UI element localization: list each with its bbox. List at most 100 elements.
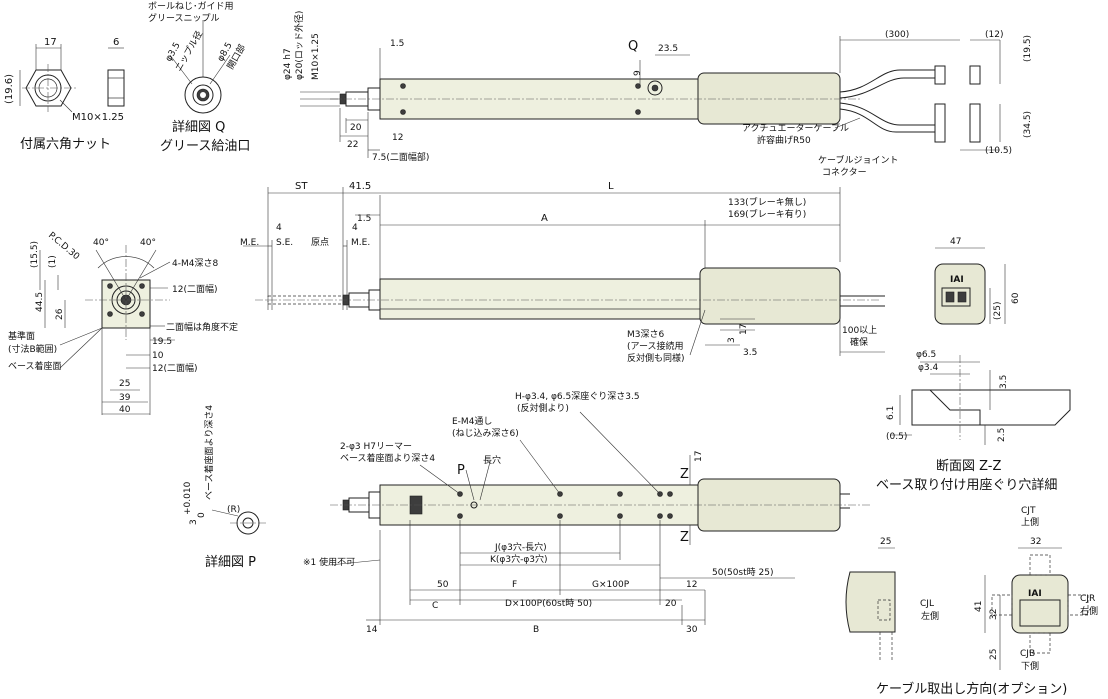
opt-cjt2: 上側 — [1021, 516, 1039, 528]
front-view — [39, 245, 175, 415]
bottom-p-marker: P — [457, 463, 465, 478]
detail-p-title: 詳細図 P — [205, 554, 256, 570]
bottom-K: K(φ3穴-φ3穴) — [490, 553, 548, 565]
opt-cjl1: CJL — [920, 599, 934, 609]
top-d20b: 20 — [350, 123, 362, 133]
bottom-F: F — [512, 580, 517, 590]
cable-option — [845, 547, 1089, 670]
front-a40-right: 40° — [140, 238, 156, 248]
bottom-e2: (ねじ込み深さ6) — [452, 428, 519, 439]
grease-nipple-detail — [169, 20, 231, 114]
top-d22: 22 — [347, 140, 358, 150]
top-view — [300, 36, 1001, 158]
nut-width-17: 17 — [44, 37, 57, 48]
zz-title1: 断面図 Z-Z — [936, 459, 1002, 474]
opt-d25b: 25 — [989, 649, 999, 660]
conn-d25: (25) — [993, 302, 1003, 320]
top-joint2: コネクター — [822, 167, 867, 178]
front-ref2: (寸法B範囲) — [8, 343, 57, 355]
side-L: L — [608, 181, 614, 192]
zz-title2: ベース取り付け用座ぐり穴詳細 — [876, 477, 1057, 493]
opt-cjb1: CJB — [1020, 649, 1035, 659]
zz-d35: 3.5 — [999, 375, 1009, 389]
side-four-right: 4 — [352, 223, 358, 233]
top-d15: 1.5 — [390, 39, 404, 49]
front-base: ベース着座面 — [8, 360, 62, 372]
front-ref1: 基準面 — [8, 330, 35, 342]
top-d105: (10.5) — [985, 146, 1012, 156]
bottom-d30: 30 — [686, 625, 698, 635]
front-d40: 40 — [119, 405, 131, 415]
bottom-view — [329, 411, 870, 625]
top-d75: 7.5(二面幅部) — [372, 151, 429, 163]
zz-d25: 2.5 — [997, 428, 1007, 442]
front-angle: 二面幅は角度不定 — [166, 321, 238, 333]
front-n12: 12(二面幅) — [172, 283, 217, 295]
bottom-r2: ベース着座面より深さ4 — [340, 452, 435, 464]
top-m10: M10×1.25 — [311, 33, 321, 80]
top-d300: (300) — [885, 30, 909, 40]
opt-cjr2: 右側 — [1080, 605, 1098, 617]
side-view — [243, 187, 885, 356]
front-d10: 10 — [152, 351, 164, 361]
side-origin: 原点 — [311, 237, 329, 248]
opt-logo: IAI — [1028, 589, 1042, 599]
top-d235: 23.5 — [658, 44, 678, 54]
bottom-d12: 12 — [686, 580, 697, 590]
side-me-right: M.E. — [351, 238, 370, 248]
opt-d41: 41 — [974, 601, 984, 612]
side-m3c: 反対側も同様) — [627, 352, 685, 364]
conn-logo: IAI — [950, 275, 964, 285]
detail-q-label1: ボールねじ･ガイド用 — [148, 1, 234, 12]
bottom-h1: H-φ3.4, φ6.5深座ぐり深さ3.5 — [515, 390, 640, 402]
side-four-left: 4 — [276, 223, 282, 233]
front-d25: 25 — [119, 379, 130, 389]
side-se: S.E. — [276, 238, 293, 248]
detail-p-r: (R) — [227, 505, 240, 515]
bottom-D: D×100P(60st時 50) — [505, 598, 592, 609]
detail-p-tol0: 0 — [197, 512, 207, 518]
top-d345: (34.5) — [1023, 111, 1033, 138]
bottom-note: ※1 使用不可 — [303, 556, 355, 568]
nut-thickness-6: 6 — [113, 37, 119, 48]
top-d9: 9 — [633, 70, 643, 76]
opt-cjr1: CJR — [1080, 594, 1095, 604]
top-cable1: アクチュエーターケーブル — [742, 122, 849, 134]
opt-title: ケーブル取出し方向(オプション) — [876, 681, 1067, 697]
top-d20: φ20(ロッド外径) — [293, 11, 305, 80]
opt-cjt1: CJT — [1021, 506, 1036, 516]
top-d12b: (12) — [985, 30, 1003, 40]
side-b169: 169(ブレーキ有り) — [728, 208, 806, 220]
hex-nut-view — [19, 44, 125, 113]
detail-q-title1: 詳細図 Q — [172, 119, 225, 135]
side-d415: 41.5 — [349, 181, 371, 192]
bottom-J: J(φ3穴-長穴) — [494, 541, 547, 553]
side-d35: 3.5 — [743, 348, 757, 358]
opt-cjb2: 下側 — [1021, 660, 1039, 672]
side-d100a: 100以上 — [842, 325, 877, 336]
opt-d25: 25 — [880, 537, 891, 547]
side-st: ST — [295, 181, 308, 192]
zz-d65: φ6.5 — [916, 350, 936, 360]
connector-view — [934, 247, 1006, 325]
top-q-marker: Q — [628, 39, 638, 54]
side-d3: 3 — [727, 337, 737, 343]
side-d100b: 確保 — [850, 336, 868, 348]
bottom-h2: (反対側より) — [517, 402, 569, 414]
opt-d32: 32 — [1030, 537, 1041, 547]
top-cable2: 許容曲げR50 — [757, 134, 811, 146]
detail-q-title2: グリース給油口 — [160, 139, 250, 154]
opt-cjl2: 左側 — [921, 610, 939, 622]
front-d1: (1) — [48, 255, 58, 268]
bottom-C: C — [432, 601, 438, 611]
bottom-z-bottom: Z — [680, 530, 689, 545]
section-zz — [890, 355, 1071, 445]
nut-title: 付属六角ナット — [20, 137, 111, 152]
top-d195: (19.5) — [1023, 35, 1033, 62]
front-d195: 19.5 — [152, 337, 172, 347]
front-d26: 26 — [55, 308, 65, 320]
front-d155: (15.5) — [30, 241, 40, 268]
side-b133: 133(ブレーキ無し) — [728, 196, 806, 208]
conn-d60: 60 — [1011, 292, 1021, 304]
